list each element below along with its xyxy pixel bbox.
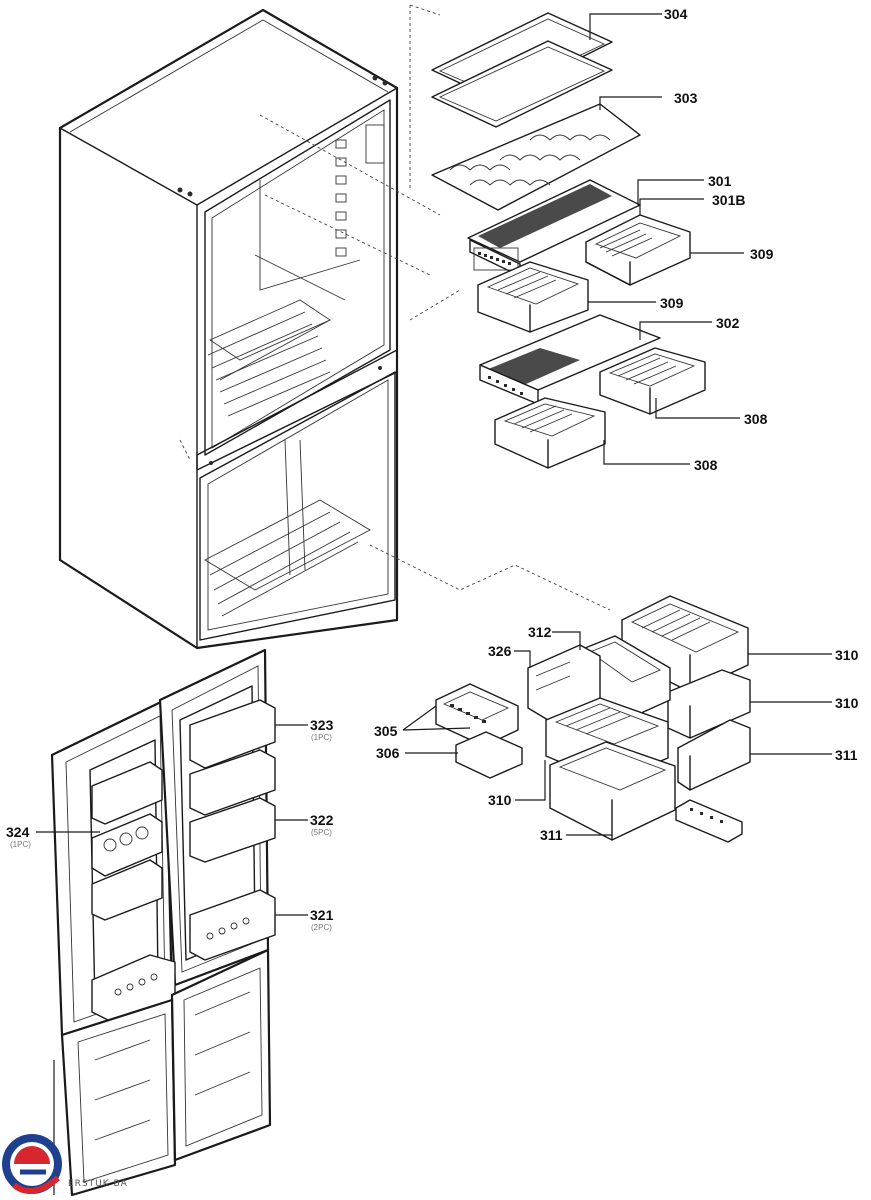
ice-maker-305 xyxy=(435,683,519,747)
crisper-drawer-309-right xyxy=(585,214,691,286)
freezer-drawer-311-left xyxy=(549,741,676,841)
crisper-drawer-309-left xyxy=(477,261,589,333)
logo-text: ERSTUK BA xyxy=(68,1179,128,1189)
callout-311-left: 311 xyxy=(540,827,563,843)
door-left-lower xyxy=(60,998,177,1197)
callout-301: 301 xyxy=(708,173,732,189)
callout-323: 323 xyxy=(310,717,334,733)
callout-310-top: 310 xyxy=(835,647,859,663)
door-shelf-324 xyxy=(91,813,163,877)
door-shelves-323 xyxy=(189,699,276,816)
callout-301b: 301B xyxy=(712,192,745,208)
door-shelves-322 xyxy=(91,761,276,921)
callout-labels: 304 303 301 301B 309 309 302 308 308 310… xyxy=(6,6,859,932)
callout-310-mid: 310 xyxy=(835,695,859,711)
glass-shelves-304 xyxy=(431,12,613,128)
callout-303: 303 xyxy=(674,90,698,106)
explosion-guides xyxy=(179,4,611,611)
freezer-drawer-311-right xyxy=(677,719,751,791)
callout-311-right: 311 xyxy=(835,747,858,763)
callout-308-left: 308 xyxy=(694,457,718,473)
callout-324-qty: (1PC) xyxy=(10,840,31,849)
callout-323-qty: (1PC) xyxy=(311,733,332,742)
callout-305: 305 xyxy=(374,723,398,739)
ice-bin-306 xyxy=(455,731,523,779)
callout-304: 304 xyxy=(664,6,688,22)
callout-322-qty: (5PC) xyxy=(311,828,332,837)
wine-rack-303 xyxy=(431,103,641,211)
callout-309-left: 309 xyxy=(660,295,684,311)
control-module xyxy=(675,799,743,843)
callout-324: 324 xyxy=(6,824,30,840)
callout-302: 302 xyxy=(716,315,740,331)
callout-309-right: 309 xyxy=(750,246,774,262)
callout-321: 321 xyxy=(310,907,334,923)
callout-321-qty: (2PC) xyxy=(311,923,332,932)
callout-306: 306 xyxy=(376,745,400,761)
freezer-tray-312 xyxy=(579,635,671,719)
crisper-drawer-308-left xyxy=(494,397,606,469)
fridge-cabinet xyxy=(58,8,399,650)
callout-322: 322 xyxy=(310,812,334,828)
callout-308-right: 308 xyxy=(744,411,768,427)
door-right-lower xyxy=(170,948,272,1162)
crisper-drawer-308-right xyxy=(599,347,706,415)
callout-310-lower: 310 xyxy=(488,792,512,808)
brand-logo-icon: ERSTUK BA xyxy=(2,1134,128,1195)
callout-312: 312 xyxy=(528,624,552,640)
leader-lines xyxy=(36,13,832,1195)
callout-326: 326 xyxy=(488,643,512,659)
